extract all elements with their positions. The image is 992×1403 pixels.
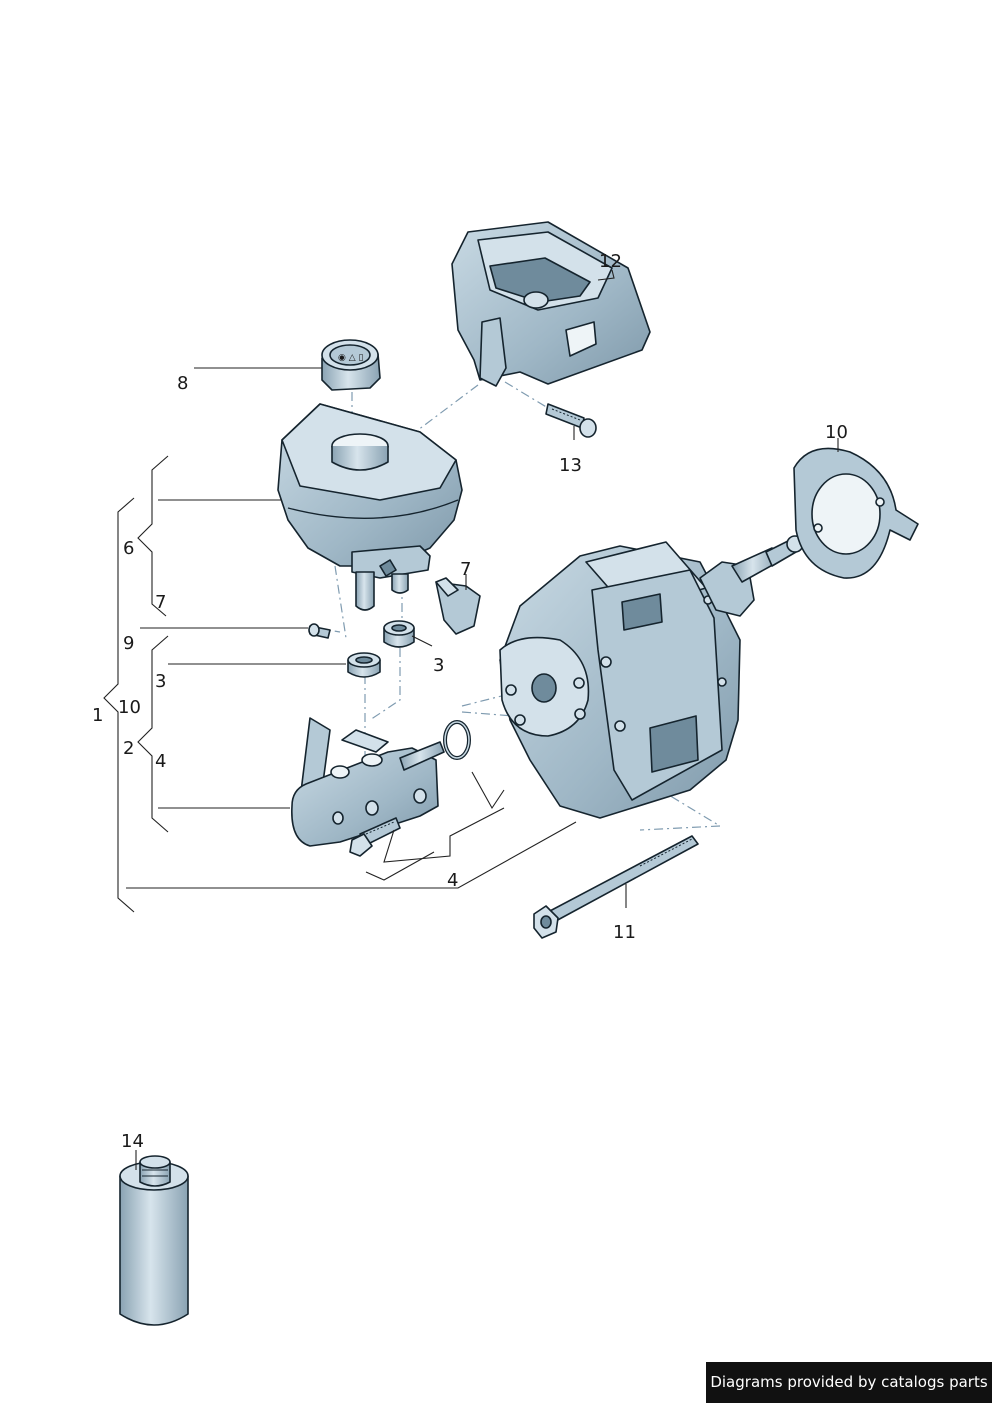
leader-lines — [103, 269, 839, 1170]
callout-12: 12 — [599, 251, 622, 272]
master-cylinder — [291, 717, 445, 847]
callout-13: 13 — [559, 455, 582, 476]
cover-part-12 — [451, 221, 651, 387]
callout-14: 14 — [121, 1131, 144, 1152]
callout-labels: 12 8 13 10 6 7 7 9 3 3 1 10 2 4 4 11 14 — [92, 251, 848, 1152]
bolt-part-4 — [349, 817, 401, 857]
callout-10: 10 — [825, 422, 848, 443]
callout-7-sensor: 7 — [460, 559, 471, 580]
callout-3-right: 3 — [433, 655, 444, 676]
cap-symbol-icon: ◉ △ ▯ — [338, 353, 363, 363]
callout-9: 9 — [123, 633, 134, 654]
grommet-part-3-b — [347, 652, 381, 678]
reservoir — [277, 403, 463, 611]
o-ring — [443, 720, 471, 760]
footer-credit: Diagrams provided by catalogs parts — [706, 1362, 992, 1403]
callout-11: 11 — [613, 922, 636, 943]
callout-10-bracket: 10 — [118, 697, 141, 718]
callout-2: 2 — [123, 738, 134, 759]
callout-1: 1 — [92, 705, 103, 726]
callout-7-reservoir: 7 — [155, 592, 166, 613]
screw-part-13 — [545, 403, 597, 438]
brake-booster — [499, 535, 804, 819]
sensor-part-7 — [435, 577, 481, 635]
long-bolt-part-11 — [533, 835, 699, 939]
callout-3-left: 3 — [155, 671, 166, 692]
fluid-can-part-14 — [119, 1155, 189, 1326]
callout-6: 6 — [123, 538, 134, 559]
grommet-part-3-a — [383, 620, 415, 648]
callout-4-bottom: 4 — [447, 870, 458, 891]
callout-4-left: 4 — [155, 751, 166, 772]
gasket-part-10 — [793, 447, 919, 579]
callout-8: 8 — [177, 373, 188, 394]
screw-part-9 — [308, 623, 331, 639]
cap-part-8: ◉ △ ▯ — [321, 339, 381, 391]
